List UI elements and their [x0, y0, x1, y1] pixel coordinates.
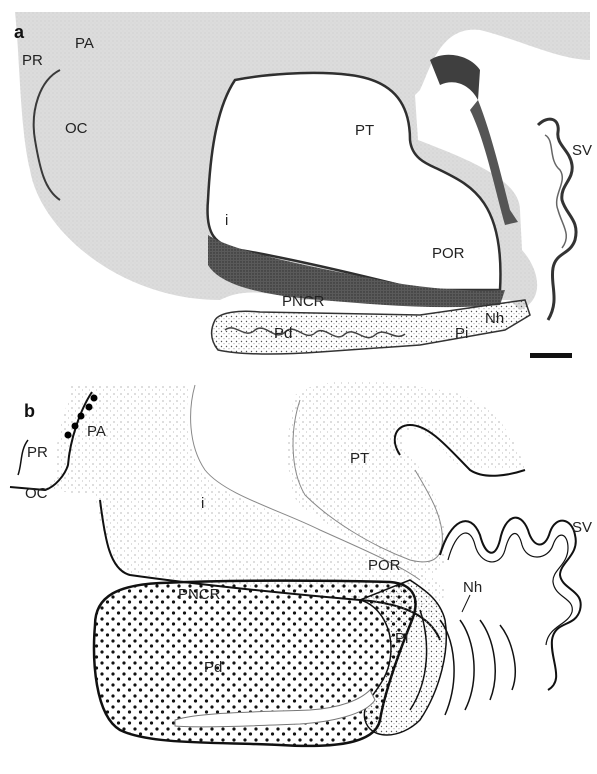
- label-a-Pd: Pd: [274, 325, 292, 342]
- label-b-i: i: [201, 495, 204, 512]
- panel-b: b PR PA OC PT SV i POR PNCR Pd Pi Nh: [10, 381, 592, 746]
- label-b-SV: SV: [572, 519, 592, 536]
- label-a-PNCR: PNCR: [282, 293, 325, 310]
- label-b-POR: POR: [368, 557, 401, 574]
- label-b-PR: PR: [27, 444, 48, 461]
- label-a-i: i: [225, 212, 228, 229]
- panel-a: a PR PA OC PT SV i POR PNCR Pd Pi Nh: [0, 0, 597, 370]
- label-b-Pd: Pd: [204, 659, 222, 676]
- label-b-PNCR: PNCR: [178, 586, 221, 603]
- label-a-PA: PA: [75, 35, 94, 52]
- label-b-PT: PT: [350, 450, 369, 467]
- panel-b-letter: b: [24, 401, 35, 421]
- label-a-OC: OC: [65, 120, 88, 137]
- panel-a-letter: a: [14, 22, 25, 42]
- label-a-PR: PR: [22, 52, 43, 69]
- label-b-OC: OC: [25, 485, 48, 502]
- label-b-Nh: Nh: [463, 579, 482, 596]
- label-a-Nh: Nh: [485, 310, 504, 327]
- label-a-Pi: Pi: [455, 325, 468, 342]
- sv-folds: [440, 518, 581, 690]
- label-b-PA: PA: [87, 423, 106, 440]
- scale-bar: [530, 353, 572, 358]
- label-b-Pi: Pi: [395, 630, 408, 647]
- nh-leader-line: [462, 595, 470, 612]
- label-a-PT: PT: [355, 122, 374, 139]
- label-a-POR: POR: [432, 245, 465, 262]
- label-a-SV: SV: [572, 142, 592, 159]
